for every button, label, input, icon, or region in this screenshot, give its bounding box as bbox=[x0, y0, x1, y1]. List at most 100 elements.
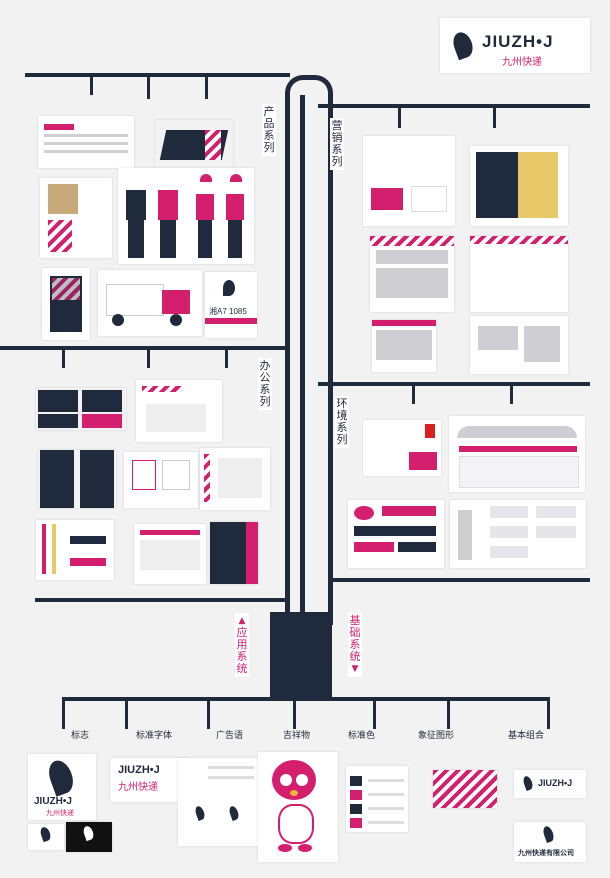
swatch-navy bbox=[350, 804, 362, 814]
brand-wordmark: JIUZH•J bbox=[482, 32, 554, 51]
envelope-thumbnail bbox=[40, 178, 112, 258]
label-marketing-series: 营销系列 bbox=[330, 118, 344, 170]
mascot-beak bbox=[290, 790, 298, 796]
mascot-thumbnail bbox=[258, 752, 338, 862]
branch-mid-left bbox=[0, 346, 290, 350]
logo-mono-dark-thumbnail bbox=[66, 822, 112, 852]
label-char: 统 bbox=[349, 650, 361, 663]
category-standard-color: 标准色 bbox=[345, 729, 379, 743]
slogan-thumbnail bbox=[178, 758, 260, 846]
logo-mono-light-thumbnail bbox=[28, 824, 64, 850]
logo-icon bbox=[81, 824, 96, 842]
trunk-base bbox=[270, 612, 332, 700]
folders-thumbnail bbox=[200, 448, 270, 510]
label-office-series: 办公系列 bbox=[258, 358, 272, 410]
package-box-thumbnail bbox=[155, 120, 233, 168]
category-mascot: 吉祥物 bbox=[280, 729, 314, 743]
logo-main-thumbnail: JIUZH•J 九州快递 bbox=[28, 754, 96, 820]
branch-tick bbox=[147, 346, 150, 368]
logo-icon bbox=[521, 775, 535, 791]
stationery-thumbnail bbox=[124, 452, 198, 508]
category-logo: 标志 bbox=[67, 729, 93, 743]
logo-icon bbox=[44, 757, 78, 797]
label-char: 用 bbox=[236, 638, 248, 651]
label-char: 列 bbox=[263, 141, 275, 154]
branch-tick bbox=[205, 73, 208, 99]
branch-tick bbox=[412, 382, 415, 404]
trunk-center-line bbox=[300, 95, 305, 625]
triangle-up-icon: ▲ bbox=[238, 616, 246, 626]
label-char: 应 bbox=[236, 626, 248, 639]
font-wordmark: JIUZH•J bbox=[118, 764, 160, 776]
label-char: 系 bbox=[336, 421, 348, 434]
ad-layout-thumbnail bbox=[470, 316, 568, 374]
mascot-foot bbox=[298, 844, 312, 852]
label-char: 销 bbox=[331, 131, 343, 144]
category-basic-combination: 基本组合 bbox=[505, 729, 548, 743]
signage-thumbnail bbox=[348, 500, 444, 568]
combo-wordmark: JIUZH•J bbox=[538, 778, 573, 788]
mascot-eye bbox=[280, 774, 292, 786]
mascot-foot bbox=[278, 844, 292, 852]
branch-tick bbox=[90, 73, 93, 95]
brochure-thumbnail bbox=[470, 146, 568, 226]
brand-logo-icon bbox=[450, 29, 476, 61]
company-name: 九州快递有限公司 bbox=[518, 850, 574, 857]
pens-thumbnail bbox=[36, 520, 114, 580]
label-char: 系 bbox=[263, 129, 275, 142]
label-product-series: 产品系列 bbox=[262, 104, 276, 156]
uniforms-thumbnail bbox=[118, 168, 254, 264]
letterhead-thumbnail bbox=[136, 380, 222, 442]
id-badges-thumbnail bbox=[38, 450, 116, 508]
truck-front-thumbnail: 湘A7 1085 bbox=[205, 272, 257, 338]
wayfinding-thumbnail bbox=[450, 500, 586, 568]
notebook-thumbnail bbox=[210, 522, 258, 584]
business-card-thumbnail bbox=[363, 136, 455, 226]
category-standard-font: 标准字体 bbox=[133, 729, 176, 743]
label-char: 产 bbox=[263, 105, 275, 118]
label-environment-series: 环境系列 bbox=[335, 396, 349, 448]
logo-wordmark: JIUZH•J bbox=[34, 796, 72, 807]
forms-thumbnail bbox=[134, 524, 206, 584]
branch-tick bbox=[398, 104, 401, 128]
bottom-tick bbox=[373, 697, 376, 729]
branch-low-right bbox=[330, 578, 590, 582]
label-char: 系 bbox=[236, 650, 248, 663]
swatch-navy bbox=[350, 776, 362, 786]
label-char: 系 bbox=[331, 143, 343, 156]
truck-thumbnail bbox=[98, 270, 202, 336]
branch-mid-right bbox=[318, 382, 590, 386]
branch-tick bbox=[225, 346, 228, 368]
bottom-tick bbox=[62, 697, 65, 729]
label-char: 公 bbox=[259, 371, 271, 384]
flags-thumbnail bbox=[363, 420, 441, 476]
logo-icon bbox=[193, 805, 207, 821]
logo-icon bbox=[541, 824, 556, 844]
ad-spread-thumbnail bbox=[372, 320, 436, 372]
mascot-eye bbox=[296, 774, 308, 786]
standard-color-thumbnail bbox=[346, 766, 408, 832]
label-char: 系 bbox=[259, 383, 271, 396]
name-cards-thumbnail bbox=[36, 388, 126, 430]
bottom-tick bbox=[547, 697, 550, 729]
standard-font-thumbnail: JIUZH•J 九州快递 bbox=[110, 758, 188, 802]
label-char: 品 bbox=[263, 117, 275, 130]
label-char: 列 bbox=[331, 155, 343, 168]
label-char: 基 bbox=[349, 614, 361, 627]
branch-tick bbox=[62, 346, 65, 368]
label-char: 环 bbox=[336, 397, 348, 410]
category-symbol-graphic: 象征图形 bbox=[415, 729, 458, 743]
label-char: 系 bbox=[349, 638, 361, 651]
label-char: 列 bbox=[259, 395, 271, 408]
logo-chinese: 九州快递 bbox=[46, 810, 74, 817]
symbol-graphic-thumbnail bbox=[433, 770, 497, 808]
poster-thumbnail bbox=[470, 236, 568, 312]
license-plate: 湘A7 1085 bbox=[209, 307, 247, 316]
bottom-tick bbox=[207, 697, 210, 729]
font-chinese: 九州快递 bbox=[118, 782, 158, 793]
logo-icon bbox=[227, 805, 241, 821]
bottom-tick bbox=[125, 697, 128, 729]
trunk-line bbox=[285, 75, 333, 625]
branch-tick bbox=[510, 382, 513, 404]
bottom-tick bbox=[447, 697, 450, 729]
